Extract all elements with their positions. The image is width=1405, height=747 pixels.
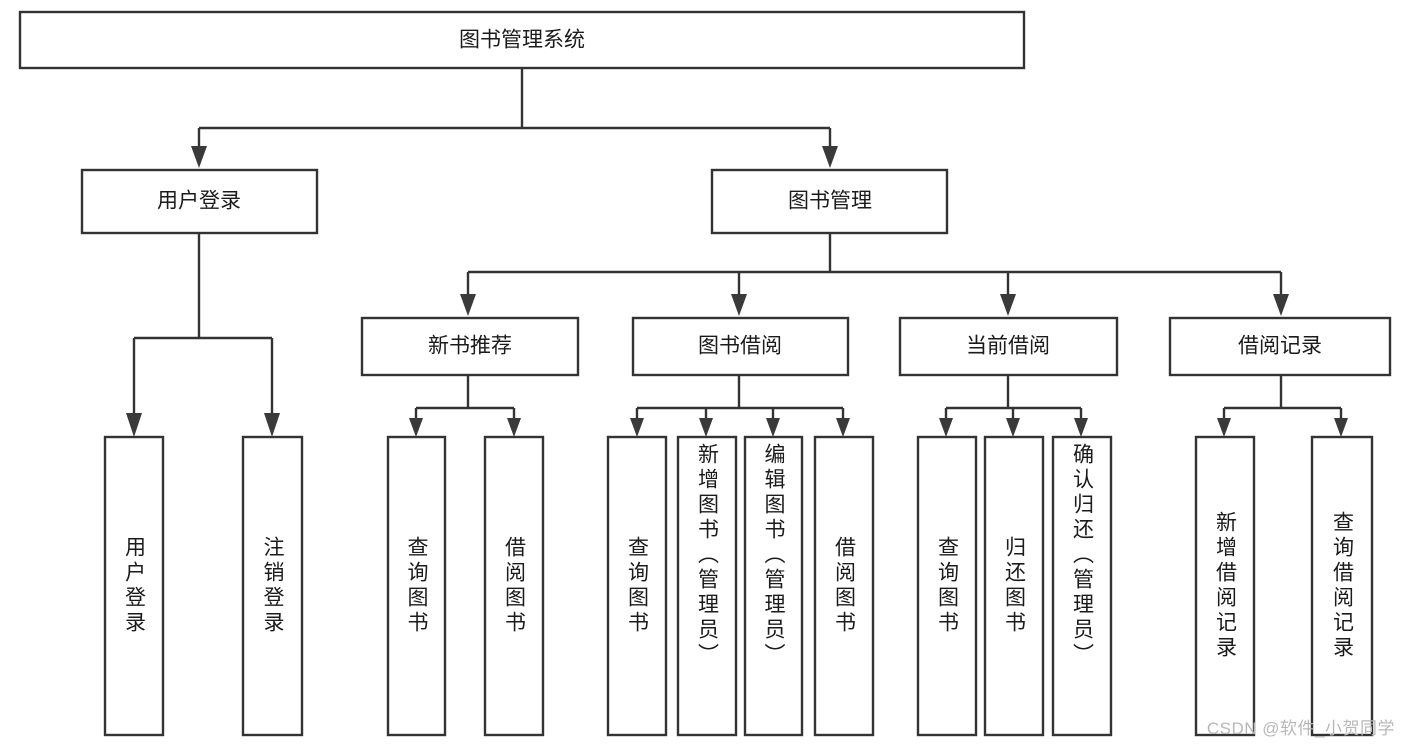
leaf-box-borrow-3[interactable] xyxy=(743,435,804,737)
node-book-management[interactable] xyxy=(710,168,949,235)
arrowhead-layer xyxy=(126,146,1348,437)
node-borrow-record-label: 借阅记录 xyxy=(1238,335,1322,358)
arrow-icon-current-leaf-2 xyxy=(1006,418,1020,437)
node-book-borrow-label: 图书借阅 xyxy=(698,335,782,358)
arrow-icon-mgmt-borrow xyxy=(731,294,747,316)
csdn-watermark: CSDN @软件_小贺同学 xyxy=(1206,719,1395,738)
arrow-icon-mgmt-record xyxy=(1273,294,1289,316)
node-book-borrow[interactable] xyxy=(631,316,850,377)
node-root-label: 图书管理系统 xyxy=(459,29,585,52)
node-current-borrow-label: 当前借阅 xyxy=(966,335,1050,358)
leaf-box-current-1[interactable] xyxy=(916,435,978,737)
node-new-book-recommend[interactable] xyxy=(360,316,580,377)
arrow-icon-root-to-book-mgmt xyxy=(822,146,838,168)
arrow-icon-new-book-leaf-2 xyxy=(507,418,521,437)
arrow-icon-borrow-leaf-1 xyxy=(630,418,644,437)
leaf-box-record-2[interactable] xyxy=(1310,435,1374,737)
leaf-box-current-3[interactable] xyxy=(1051,435,1113,737)
node-book-management-label: 图书管理 xyxy=(788,190,872,213)
arrow-icon-mgmt-current xyxy=(1000,294,1016,316)
leaf-layer xyxy=(103,435,1374,737)
node-root-book-management-system[interactable] xyxy=(18,10,1026,70)
arrow-icon-root-to-user-login xyxy=(191,146,207,168)
leaf-box-new-book-2[interactable] xyxy=(483,435,545,737)
node-layer: 图书管理系统 用户登录 图书管理 新书推荐 图书借阅 当前借阅 借阅记录 xyxy=(18,10,1392,377)
leaf-box-borrow-4[interactable] xyxy=(813,435,875,737)
leaf-box-record-1[interactable] xyxy=(1194,435,1256,737)
arrow-icon-user-login-leaf-2 xyxy=(264,413,280,437)
arrow-icon-borrow-leaf-2 xyxy=(699,418,713,437)
leaf-box-current-2[interactable] xyxy=(983,435,1045,737)
arrow-icon-borrow-leaf-4 xyxy=(836,418,850,437)
arrow-icon-current-leaf-1 xyxy=(939,418,953,437)
node-borrow-record[interactable] xyxy=(1168,316,1392,377)
arrow-icon-new-book-leaf-1 xyxy=(409,418,423,437)
leaf-box-borrow-1[interactable] xyxy=(606,435,668,737)
node-user-login-label: 用户登录 xyxy=(157,190,241,213)
arrow-icon-mgmt-new-book xyxy=(460,294,476,316)
arrow-icon-record-leaf-2 xyxy=(1334,418,1348,437)
arrow-icon-record-leaf-1 xyxy=(1217,418,1231,437)
leaf-box-user-login-1[interactable] xyxy=(103,435,165,737)
arrow-icon-borrow-leaf-3 xyxy=(766,418,780,437)
leaf-box-borrow-2[interactable] xyxy=(676,435,738,737)
node-new-book-recommend-label: 新书推荐 xyxy=(428,335,512,358)
arrow-icon-current-leaf-3 xyxy=(1074,418,1088,437)
node-user-login[interactable] xyxy=(80,168,319,235)
arrow-icon-user-login-leaf-1 xyxy=(126,413,142,437)
leaf-box-new-book-1[interactable] xyxy=(386,435,447,737)
node-current-borrow[interactable] xyxy=(898,316,1119,377)
leaf-box-user-login-2[interactable] xyxy=(241,435,304,737)
